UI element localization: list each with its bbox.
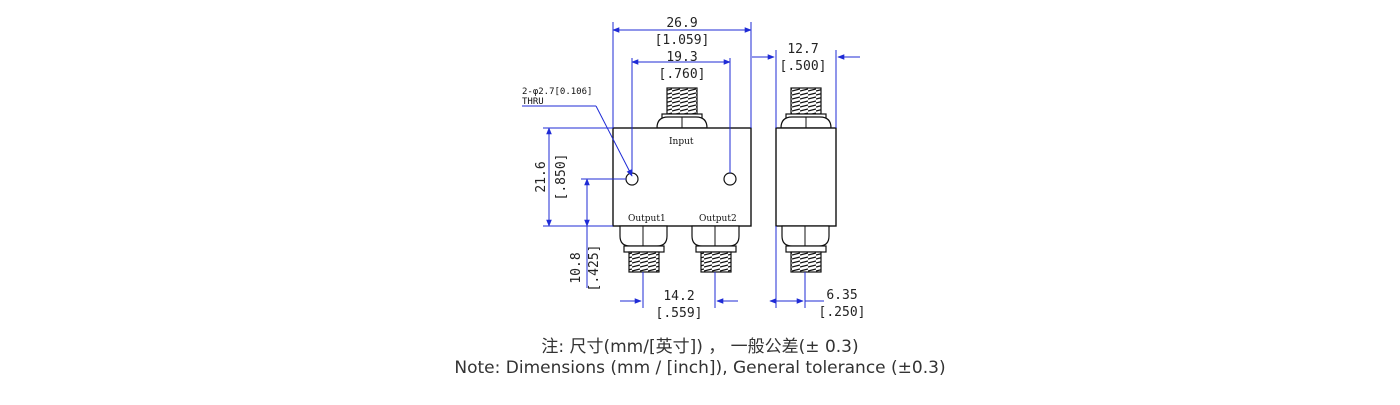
hole-callout-line2: THRU <box>522 97 544 107</box>
dimension-text: 26.9 [1.059] 19.3 [.760] 12.7 [.500] 14.… <box>522 16 865 321</box>
output2-connector <box>691 225 740 273</box>
side-offset-inch: [.250] <box>819 305 866 320</box>
hole-spacing-inch: [.760] <box>659 67 706 82</box>
mount-hole-left <box>625 172 639 186</box>
hole-callout-line1: 2-φ2.7[0.106] <box>522 87 592 97</box>
input-label: Input <box>669 137 694 147</box>
overall-width-inch: [1.059] <box>655 33 710 48</box>
note-chinese: 注: 尺寸(mm/[英寸]) ， 一般公差(± 0.3) <box>541 337 859 357</box>
dimension-lines <box>522 22 860 308</box>
side-offset-mm: 6.35 <box>826 288 857 303</box>
height-mm: 21.6 <box>534 161 549 192</box>
height-inch: [.850] <box>554 154 569 201</box>
input-connector <box>656 87 708 129</box>
output-spacing-inch: [.559] <box>656 306 703 321</box>
mount-hole-right <box>723 172 737 186</box>
output1-label: Output1 <box>628 214 666 224</box>
output1-connector <box>619 225 668 273</box>
side-view <box>775 87 837 273</box>
overall-width-mm: 26.9 <box>666 16 697 31</box>
depth-mm: 12.7 <box>787 42 818 57</box>
hole-height-mm: 10.8 <box>569 252 584 283</box>
side-top-connector <box>780 87 832 129</box>
front-view: Input Output1 Output2 <box>612 87 752 273</box>
side-body-outline <box>775 127 837 227</box>
depth-inch: [.500] <box>780 59 827 74</box>
note-english: Note: Dimensions (mm / [inch]), General … <box>454 358 946 378</box>
hole-spacing-mm: 19.3 <box>666 50 697 65</box>
side-bottom-connector <box>781 225 830 273</box>
output-spacing-mm: 14.2 <box>663 289 694 304</box>
output2-label: Output2 <box>699 214 737 224</box>
hole-height-inch: [.425] <box>587 245 602 292</box>
